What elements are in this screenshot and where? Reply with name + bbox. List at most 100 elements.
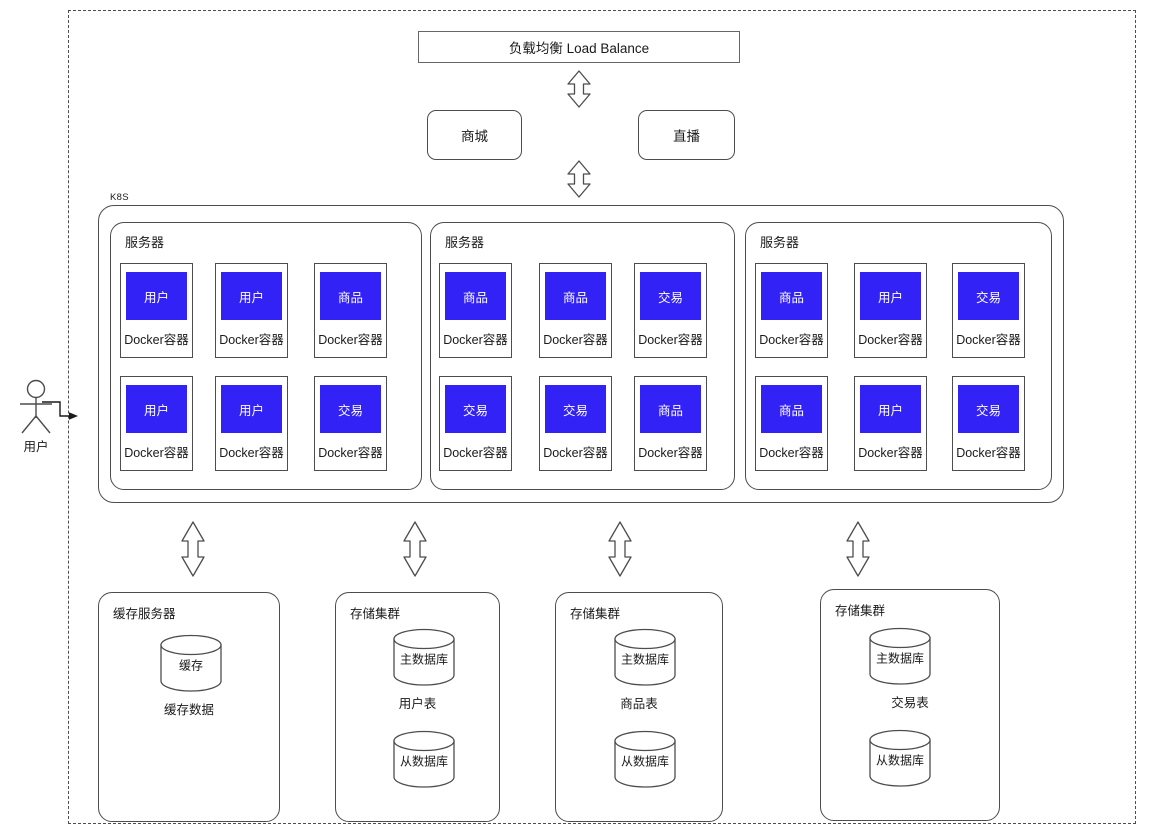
storage-label-1: 存储集群 <box>350 607 401 621</box>
docker-container-1-0[interactable]: 商品 Docker容器 <box>439 263 512 358</box>
database-label: 从数据库 <box>875 753 924 768</box>
docker-caption: Docker容器 <box>759 333 824 347</box>
server-node-1[interactable]: 服务器 商品 Docker容器 商品 Docker容器 交易 Docker容器 … <box>430 222 735 490</box>
server-label-0: 服务器 <box>125 235 165 250</box>
service-badge: 交易 <box>445 385 506 433</box>
docker-container-0-3[interactable]: 用户 Docker容器 <box>120 376 193 471</box>
docker-caption: Docker容器 <box>219 446 284 460</box>
app-node-0[interactable]: 商城 <box>427 110 522 160</box>
storage-node-0[interactable]: 缓存服务器 缓存 缓存数据 <box>98 592 280 822</box>
system-boundary <box>68 10 1136 824</box>
docker-container-0-0[interactable]: 用户 Docker容器 <box>120 263 193 358</box>
docker-container-1-1[interactable]: 商品 Docker容器 <box>539 263 612 358</box>
server-node-0[interactable]: 服务器 用户 Docker容器 用户 Docker容器 商品 Docker容器 … <box>110 222 422 490</box>
docker-container-1-4[interactable]: 交易 Docker容器 <box>539 376 612 471</box>
load-balancer-node[interactable]: 负载均衡 Load Balance <box>418 31 740 63</box>
cylinder-icon <box>614 730 676 788</box>
database-label: 从数据库 <box>620 754 669 769</box>
docker-caption: Docker容器 <box>124 333 189 347</box>
service-badge: 交易 <box>320 385 381 433</box>
cylinder-icon <box>393 730 455 788</box>
service-badge: 商品 <box>320 272 381 320</box>
docker-container-0-5[interactable]: 交易 Docker容器 <box>314 376 387 471</box>
docker-caption: Docker容器 <box>124 446 189 460</box>
docker-container-2-0[interactable]: 商品 Docker容器 <box>755 263 828 358</box>
storage-label-2: 存储集群 <box>570 607 621 621</box>
storage-node-2[interactable]: 存储集群 主数据库 商品表 从数据库 <box>555 592 723 822</box>
docker-caption: Docker容器 <box>956 333 1021 347</box>
docker-container-2-4[interactable]: 用户 Docker容器 <box>854 376 927 471</box>
docker-container-1-3[interactable]: 交易 Docker容器 <box>439 376 512 471</box>
double-headed-vertical-arrow-icon <box>403 521 427 577</box>
docker-container-2-3[interactable]: 商品 Docker容器 <box>755 376 828 471</box>
docker-caption: Docker容器 <box>443 333 508 347</box>
docker-caption: Docker容器 <box>638 446 703 460</box>
docker-container-0-4[interactable]: 用户 Docker容器 <box>215 376 288 471</box>
database-cylinder-3-1[interactable]: 从数据库 <box>868 729 932 787</box>
k8s-cluster-label: K8S <box>110 192 129 203</box>
connector-k8s-to-storage-0 <box>178 521 208 577</box>
service-badge: 用户 <box>860 272 921 320</box>
arrow-right-icon <box>42 401 78 420</box>
docker-caption: Docker容器 <box>956 446 1021 460</box>
service-badge: 商品 <box>640 385 701 433</box>
double-headed-vertical-arrow-icon <box>846 521 870 577</box>
database-label: 主数据库 <box>875 651 924 666</box>
docker-caption: Docker容器 <box>543 446 608 460</box>
storage-caption-3: 交易表 <box>891 696 929 710</box>
service-badge: 商品 <box>545 272 606 320</box>
docker-container-2-2[interactable]: 交易 Docker容器 <box>952 263 1025 358</box>
server-label-2: 服务器 <box>760 235 800 250</box>
double-headed-vertical-arrow-icon <box>181 521 205 577</box>
service-badge: 交易 <box>545 385 606 433</box>
database-cylinder-1-1[interactable]: 从数据库 <box>392 730 456 788</box>
service-badge: 用户 <box>126 272 187 320</box>
storage-label-3: 存储集群 <box>835 604 886 618</box>
stick-figure-actor-icon <box>20 379 52 434</box>
app-node-1[interactable]: 直播 <box>638 110 735 160</box>
actor-to-system-arrow <box>40 396 80 433</box>
docker-container-0-1[interactable]: 用户 Docker容器 <box>215 263 288 358</box>
docker-container-0-2[interactable]: 商品 Docker容器 <box>314 263 387 358</box>
app-label-0: 商城 <box>461 129 488 144</box>
docker-container-2-5[interactable]: 交易 Docker容器 <box>952 376 1025 471</box>
service-badge: 用户 <box>860 385 921 433</box>
storage-node-3[interactable]: 存储集群 主数据库 交易表 从数据库 <box>820 589 1000 821</box>
storage-caption-2: 商品表 <box>620 697 658 711</box>
database-cylinder-0-0[interactable]: 缓存 <box>159 634 223 692</box>
service-badge: 交易 <box>958 272 1019 320</box>
database-cylinder-3-0[interactable]: 主数据库 <box>868 627 932 685</box>
database-cylinder-2-0[interactable]: 主数据库 <box>613 628 677 686</box>
service-badge: 用户 <box>126 385 187 433</box>
docker-caption: Docker容器 <box>543 333 608 347</box>
double-headed-vertical-arrow-icon <box>567 160 591 198</box>
actor-label: 用户 <box>23 440 49 454</box>
server-node-2[interactable]: 服务器 商品 Docker容器 用户 Docker容器 交易 Docker容器 … <box>745 222 1052 490</box>
docker-container-1-5[interactable]: 商品 Docker容器 <box>634 376 707 471</box>
docker-caption: Docker容器 <box>858 333 923 347</box>
docker-caption: Docker容器 <box>318 446 383 460</box>
load-balancer-label: 负载均衡 Load Balance <box>508 41 650 56</box>
connector-k8s-to-storage-1 <box>400 521 430 577</box>
connector-apps-to-k8s <box>562 160 596 198</box>
docker-caption: Docker容器 <box>759 446 824 460</box>
database-label: 从数据库 <box>399 754 448 769</box>
service-badge: 交易 <box>640 272 701 320</box>
cylinder-icon <box>869 729 931 787</box>
docker-container-1-2[interactable]: 交易 Docker容器 <box>634 263 707 358</box>
service-badge: 用户 <box>221 385 282 433</box>
database-cylinder-1-0[interactable]: 主数据库 <box>392 628 456 686</box>
cylinder-icon <box>614 628 676 686</box>
cylinder-icon <box>393 628 455 686</box>
storage-label-0: 缓存服务器 <box>113 607 176 621</box>
cylinder-icon <box>869 627 931 685</box>
service-badge: 用户 <box>221 272 282 320</box>
connector-lb-to-apps <box>562 70 596 108</box>
storage-caption-1: 用户表 <box>398 697 437 711</box>
database-cylinder-2-1[interactable]: 从数据库 <box>613 730 677 788</box>
docker-container-2-1[interactable]: 用户 Docker容器 <box>854 263 927 358</box>
app-label-1: 直播 <box>673 129 700 144</box>
service-badge: 商品 <box>761 272 822 320</box>
storage-node-1[interactable]: 存储集群 主数据库 用户表 从数据库 <box>335 592 500 822</box>
